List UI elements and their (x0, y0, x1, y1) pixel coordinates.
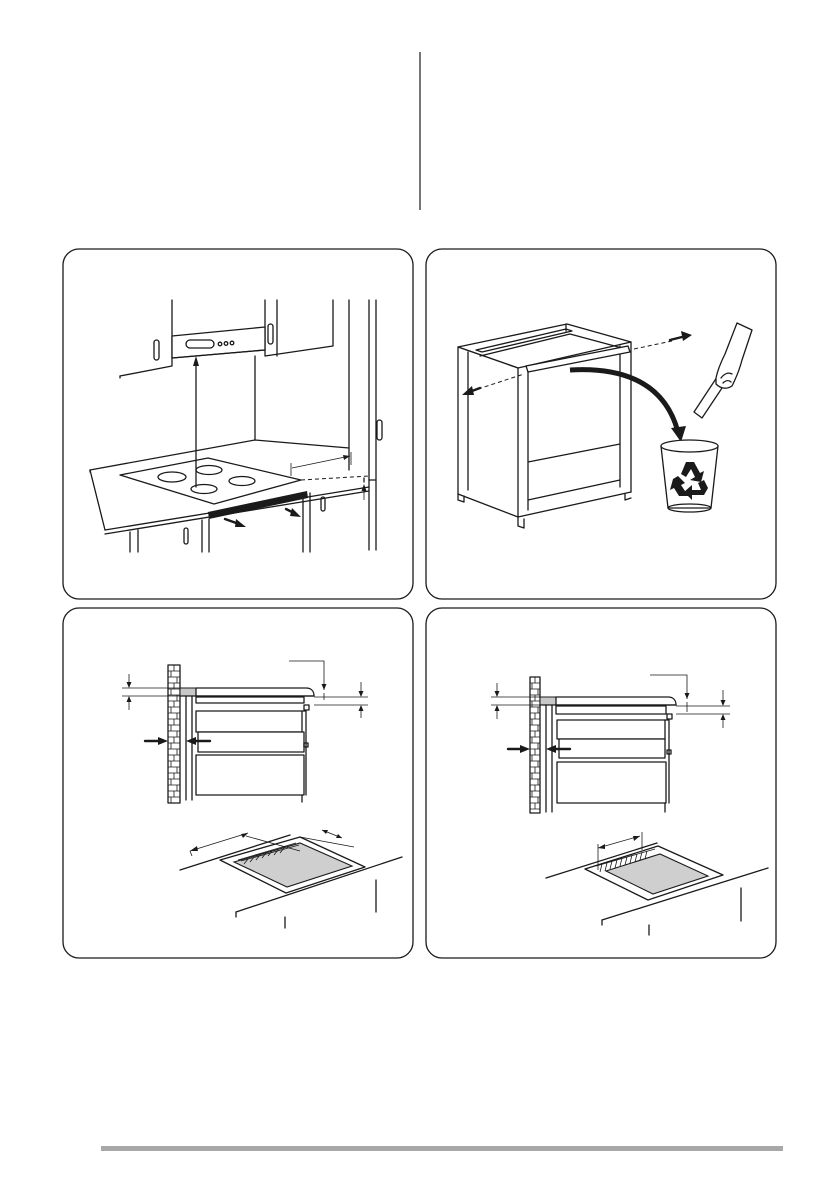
wall-clearance-oven-figure (63, 608, 413, 958)
hood-clearance-figure (63, 249, 413, 599)
brick-wall (168, 665, 180, 803)
brick-wall (530, 677, 540, 813)
wall-clearance-cabinet-figure (426, 608, 776, 958)
waste-bin-icon (661, 440, 718, 512)
footer-bar (101, 1146, 783, 1151)
cabinet-rear-panel-removal-figure (426, 249, 776, 599)
